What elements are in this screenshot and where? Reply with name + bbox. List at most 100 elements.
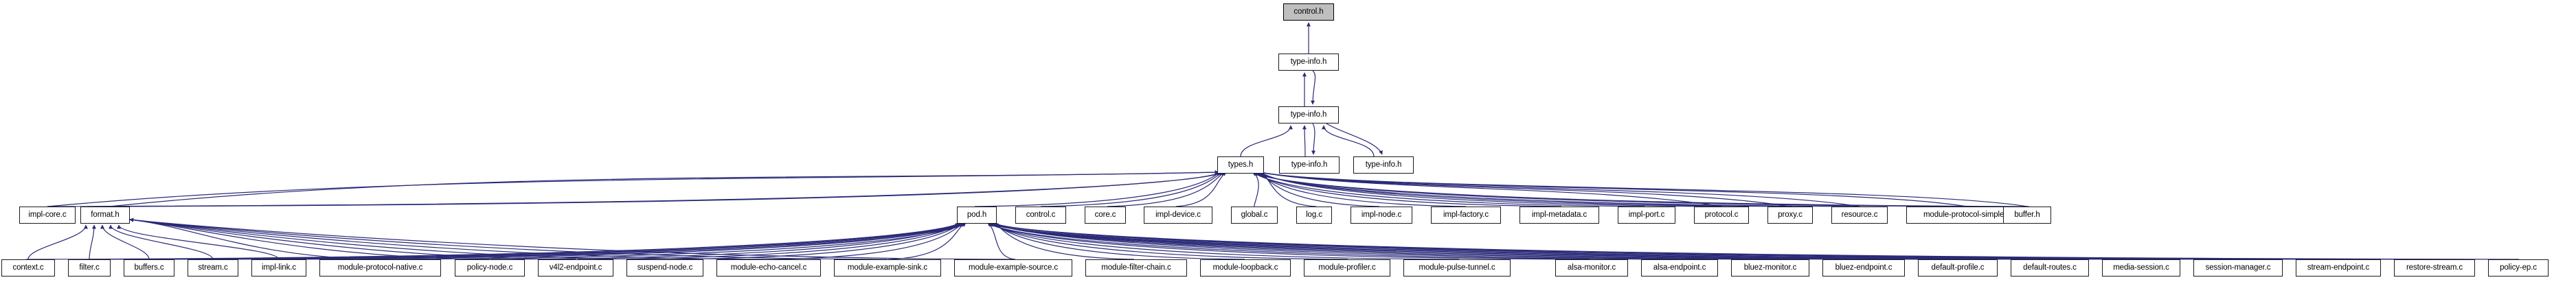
graph-edge [109,170,1219,207]
graph-node-impl-device-c[interactable]: impl-device.c [1144,207,1212,224]
graph-edge [1259,171,1791,207]
graph-edge [129,218,576,260]
graph-edge [577,222,961,260]
graph-node-impl-metadata-c[interactable]: impl-metadata.c [1519,207,1599,224]
graph-edge [129,218,490,260]
graph-node-module-echo-cancel-c[interactable]: module-echo-cancel.c [716,259,821,277]
graph-node-bluez-monitor-c[interactable]: bluez-monitor.c [1731,259,1809,277]
graph-edge [100,224,150,260]
graph-edge [214,222,964,260]
graph-node-control-h[interactable]: control.h [1283,3,1334,21]
graph-node-default-profile-c[interactable]: default-profile.c [1918,259,1998,277]
graph-node-alsa-endpoint-c[interactable]: alsa-endpoint.c [1641,259,1718,277]
graph-edge [276,222,965,260]
graph-node-module-loopback-c[interactable]: module-loopback.c [1200,259,1291,277]
graph-node-protocol-c[interactable]: protocol.c [1694,207,1749,224]
graph-edge [662,222,962,260]
graph-node-bluez-endpoint-c[interactable]: bluez-endpoint.c [1822,259,1905,277]
graph-node-log-c[interactable]: log.c [1296,207,1332,224]
graph-edge [129,218,381,260]
graph-node-module-pulse-tunnel-c[interactable]: module-pulse-tunnel.c [1403,259,1511,277]
graph-edge [991,222,1956,260]
graph-edge [994,222,1772,260]
graph-edge [988,222,2143,260]
graph-node-buffers-c[interactable]: buffers.c [124,259,174,277]
graph-node-v4l2-endpoint-c[interactable]: v4l2-endpoint.c [538,259,613,277]
graph-edge [129,218,1014,260]
graph-node-module-filter-chain-c[interactable]: module-filter-chain.c [1085,259,1187,277]
graph-node-resource-c[interactable]: resource.c [1831,207,1888,224]
graph-node-types-h[interactable]: types.h [1217,156,1264,174]
graph-edge [102,172,1221,207]
graph-node-global-c[interactable]: global.c [1231,207,1278,224]
graph-edge [47,172,1223,207]
graph-node-control-c[interactable]: control.c [1015,207,1066,224]
graph-node-type-info-h[interactable]: type-info.h [1278,54,1339,71]
graph-edge [129,218,769,260]
graph-node-alsa-monitor-c[interactable]: alsa-monitor.c [1555,259,1628,277]
graph-node-stream-endpoint-c[interactable]: stream-endpoint.c [2296,259,2381,277]
graph-node-pod-h[interactable]: pod.h [957,207,997,224]
graph-edge [988,222,1590,260]
graph-edge [1254,172,1562,207]
graph-node-format-h[interactable]: format.h [80,207,130,224]
graph-node-impl-node-c[interactable]: impl-node.c [1351,207,1412,224]
graph-node-context-c[interactable]: context.c [1,259,55,277]
graph-node-restore-stream-c[interactable]: restore-stream.c [2394,259,2475,277]
graph-edge [1261,172,1317,207]
graph-edge [1107,172,1225,207]
graph-node-impl-factory-c[interactable]: impl-factory.c [1431,207,1501,224]
graph-node-type-info-h[interactable]: type-info.h [1353,156,1414,174]
graph-edge [993,222,2434,260]
graph-edge [1326,123,1383,155]
graph-node-policy-ep-c[interactable]: policy-ep.c [2488,259,2549,277]
graph-edge [1259,171,1860,207]
graph-node-suspend-node-c[interactable]: suspend-node.c [626,259,703,277]
graph-node-policy-node-c[interactable]: policy-node.c [455,259,525,277]
graph-node-impl-link-c[interactable]: impl-link.c [251,259,306,277]
graph-edge [993,222,1866,260]
graph-node-stream-c[interactable]: stream.c [188,259,238,277]
graph-edge [991,222,1348,260]
graph-edge [1252,172,1259,207]
graph-node-module-example-sink-c[interactable]: module-example-sink.c [834,259,941,277]
graph-edge [1259,171,1722,207]
graph-edge [1254,172,1967,207]
graph-node-core-c[interactable]: core.c [1085,207,1126,224]
graph-edge [1311,70,1316,105]
graph-edge [990,222,1460,260]
graph-node-module-profiler-c[interactable]: module-profiler.c [1304,259,1390,277]
graph-node-session-manager-c[interactable]: session-manager.c [2193,259,2283,277]
graph-edge [1040,172,1223,207]
graph-node-default-routes-c[interactable]: default-routes.c [2011,259,2089,277]
graph-node-type-info-h[interactable]: type-info.h [1278,106,1339,124]
graph-edge [1258,172,1793,207]
graph-node-module-example-source-c[interactable]: module-example-source.c [954,259,1072,277]
graph-edge [767,222,964,260]
graph-node-buffer-h[interactable]: buffer.h [2003,207,2051,224]
graph-node-media-session-c[interactable]: media-session.c [2102,259,2180,277]
graph-edge [994,222,2337,260]
graph-edge [990,222,2050,260]
graph-node-module-protocol-native-c[interactable]: module-protocol-native.c [319,259,441,277]
graph-edge [1322,125,1375,157]
graph-edge [1311,123,1316,155]
graph-edge [991,222,2520,260]
graph-edge [129,218,666,260]
graph-edge [974,172,1221,207]
graph-node-impl-core-c[interactable]: impl-core.c [19,207,76,224]
graph-edge [1256,172,1858,207]
graph-edge [490,222,960,260]
graph-node-proxy-c[interactable]: proxy.c [1767,207,1813,224]
graph-edge [379,222,967,260]
graph-node-impl-port-c[interactable]: impl-port.c [1618,207,1675,224]
graph-node-type-info-h[interactable]: type-info.h [1279,156,1340,174]
graph-edge [1252,172,1645,207]
graph-edge [987,222,1016,260]
graph-edge [993,222,1245,260]
graph-edge [994,222,1135,260]
graph-node-filter-c[interactable]: filter.c [68,259,111,277]
graph-edge [109,224,214,260]
graph-edge [987,222,1680,260]
